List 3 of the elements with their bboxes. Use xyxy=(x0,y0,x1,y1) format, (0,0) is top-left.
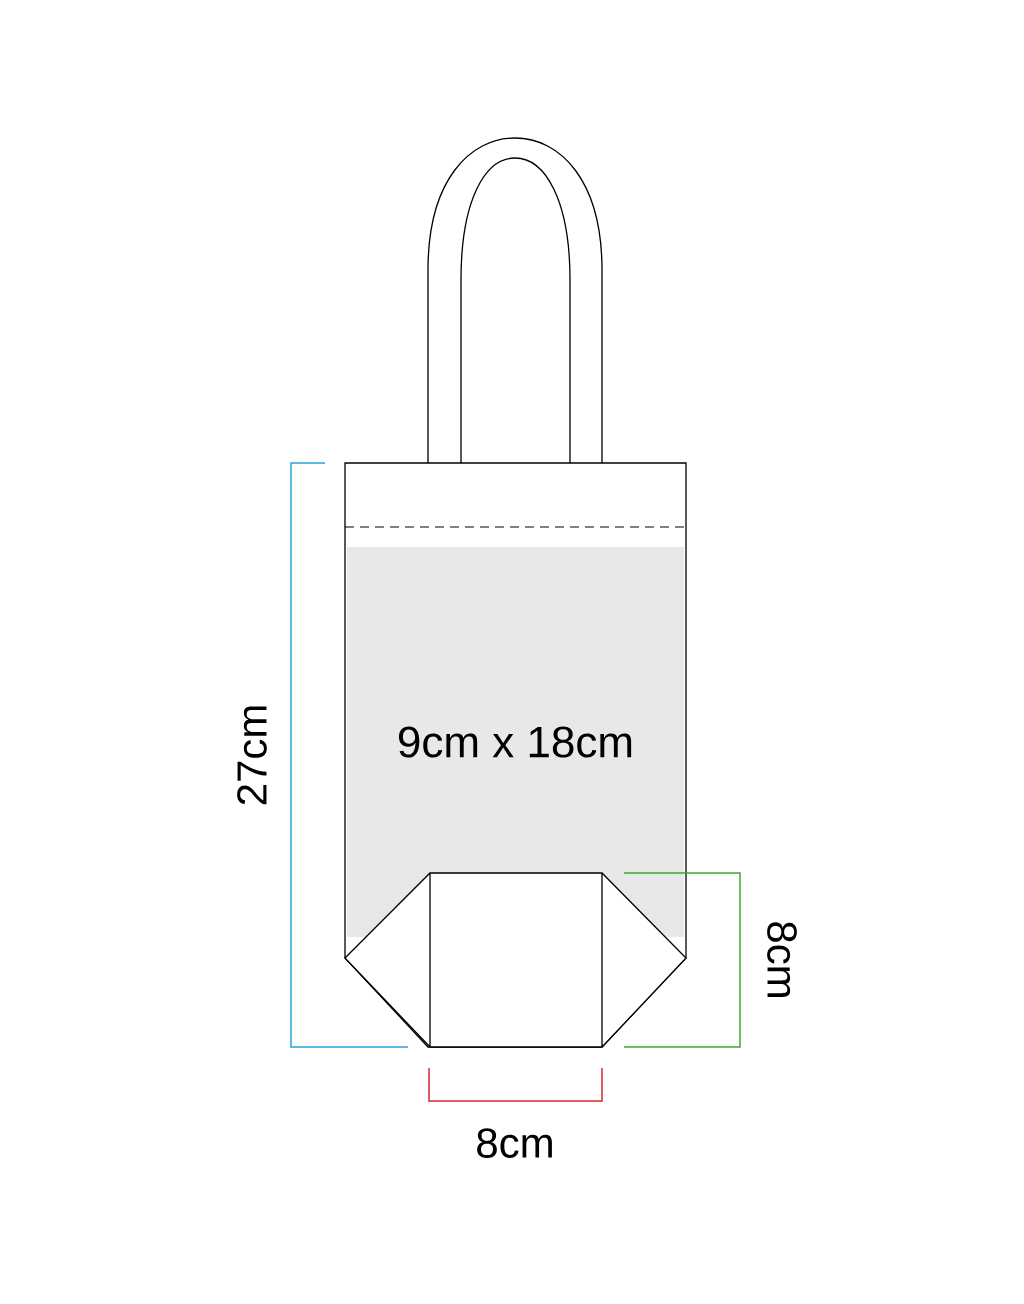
dimension-label: 8cm xyxy=(767,922,797,997)
dimension-label: 8cm xyxy=(477,1128,552,1158)
dimension-label: 27cm xyxy=(237,706,267,805)
